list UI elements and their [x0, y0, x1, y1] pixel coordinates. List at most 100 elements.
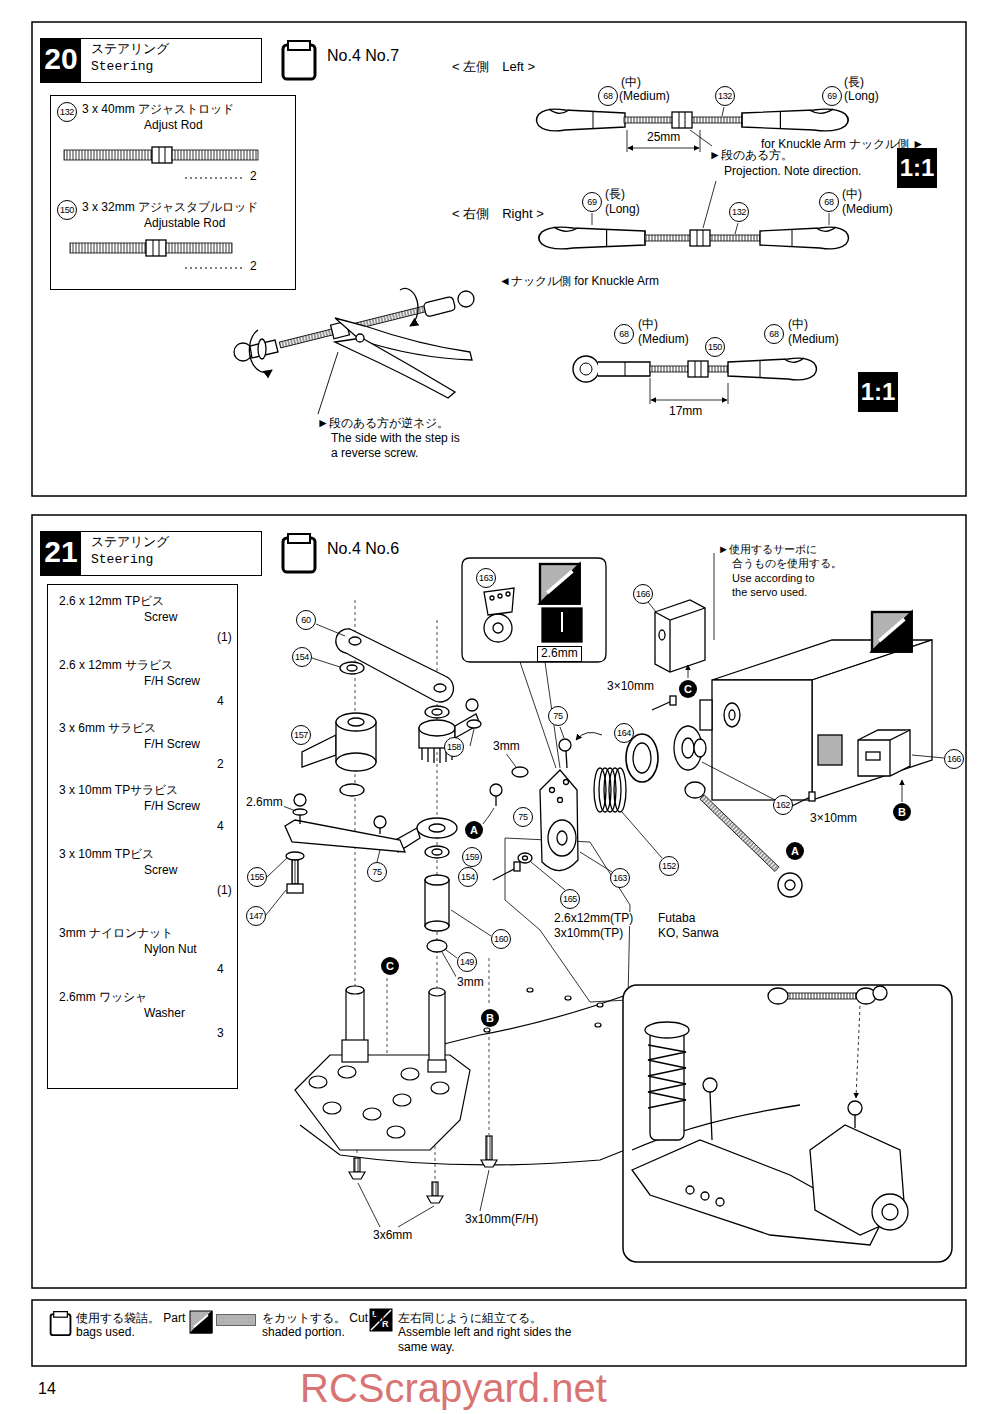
- part-text: 3 x 6mm サラビス: [58, 722, 157, 736]
- part-text: 2.6 x 12mm サラビス: [58, 659, 174, 673]
- reference-letter: C: [679, 680, 697, 698]
- bellcrank-parts: [285, 820, 405, 852]
- servo-parts: [724, 703, 740, 727]
- servo-parts: [655, 608, 705, 672]
- servo-parts: [462, 558, 606, 662]
- bellcrank-parts: [470, 729, 474, 746]
- left-rod: [722, 107, 724, 116]
- pliers-drawing: [250, 340, 278, 358]
- callout-number: 68: [819, 192, 839, 212]
- part-text: 2: [249, 260, 258, 274]
- callout-number: 75: [513, 807, 533, 827]
- right-rod: [829, 213, 830, 225]
- pliers-drawing: [258, 339, 266, 359]
- servo-parts: [559, 739, 571, 751]
- axis-line: [387, 978, 388, 1065]
- scale-badge: 1:1: [858, 372, 898, 412]
- dimension-box: 2.6mm: [537, 646, 582, 662]
- part-text: 2.6 x 12mm TPビス: [58, 595, 165, 609]
- servo-parts: [498, 594, 502, 598]
- callout-number: 69: [822, 86, 842, 106]
- part-text: 3mm ナイロンナット: [58, 927, 174, 941]
- annotation: (中): [637, 318, 659, 332]
- inset-view: [703, 1078, 717, 1092]
- inset-view: [648, 1045, 686, 1108]
- step-header: 21ステアリングSteering: [40, 531, 262, 576]
- bellcrank-parts: [425, 921, 449, 931]
- annotation: (長): [604, 188, 626, 202]
- bag-icon: [283, 534, 315, 572]
- annotation: 合うものを使用する。: [732, 557, 842, 570]
- servo-parts: [561, 612, 563, 632]
- annotation: 3mm: [456, 976, 485, 990]
- part-text: Washer: [143, 1007, 186, 1021]
- inset-view: [645, 1022, 689, 1038]
- callout-number: 150: [705, 337, 725, 357]
- bellcrank-parts: [434, 684, 446, 692]
- chassis: [565, 996, 571, 1000]
- annotation: 3×10mm: [809, 812, 858, 826]
- callout-number: 154: [292, 647, 312, 667]
- axis-line: [489, 958, 490, 1005]
- adjustable-rod: [580, 363, 592, 375]
- servo-parts: [484, 614, 512, 642]
- bellcrank-parts: [377, 850, 380, 862]
- servo-parts: [858, 730, 910, 776]
- adjustable-rod: [598, 362, 650, 376]
- chassis: [346, 986, 364, 994]
- left-rod: [700, 130, 701, 152]
- annotation: a reverse screw.: [330, 447, 419, 461]
- servo-parts: [702, 762, 775, 800]
- part-text: F/H Screw: [143, 675, 201, 689]
- pliers-drawing: [234, 289, 474, 414]
- inset-view: [768, 988, 788, 1004]
- step-title: ステアリング: [91, 42, 169, 57]
- part-text: Adjust Rod: [143, 119, 204, 133]
- servo-parts: [778, 873, 802, 897]
- servo-parts: [557, 831, 567, 845]
- inset-view: [710, 1092, 712, 1140]
- servo-parts: [626, 734, 658, 782]
- part-text: F/H Screw: [143, 738, 201, 752]
- bellcrank-parts: [483, 808, 494, 824]
- page-number: 14: [38, 1380, 56, 1398]
- servo-parts: [523, 856, 528, 860]
- annotation: (中): [620, 76, 642, 90]
- bellcrank-parts: [266, 890, 286, 915]
- bellcrank-parts: [294, 794, 306, 806]
- watermark: RCScrapyard.net: [300, 1368, 607, 1408]
- parts-rods: [185, 178, 244, 179]
- chassis: [295, 1055, 470, 1150]
- parts-rods: [152, 147, 172, 163]
- callout-number: 152: [659, 856, 679, 876]
- inset-view: [623, 985, 952, 1262]
- parts-rods: [64, 150, 152, 160]
- callout-number: 132: [715, 86, 735, 106]
- annotation: (Long): [604, 203, 641, 217]
- chassis: [363, 1108, 381, 1120]
- part-text: 3: [216, 1027, 225, 1041]
- left-rod: [703, 181, 716, 228]
- callout-number: 162: [773, 795, 793, 815]
- reference-letter: B: [481, 1009, 499, 1027]
- side-heading: < 左側 Left >: [452, 60, 535, 75]
- bellcrank-parts: [347, 665, 357, 671]
- callout-number: 166: [944, 749, 964, 769]
- servo-parts: [714, 553, 715, 640]
- adjustable-rod: [728, 383, 729, 404]
- adjustable-rod: [573, 356, 817, 404]
- servo-parts: [576, 732, 602, 740]
- bellcrank-parts: [432, 709, 442, 715]
- servo-parts: [659, 630, 665, 640]
- annotation: ►段のある方が逆ネジ。: [316, 417, 450, 431]
- chassis: [393, 1094, 411, 1106]
- right-rod: [690, 230, 710, 246]
- bellcrank-parts: [495, 796, 496, 806]
- right-rod: [539, 213, 849, 249]
- part-text: 4: [216, 820, 225, 834]
- annotation: (Medium): [637, 333, 690, 347]
- parts-rods: [166, 243, 232, 253]
- chassis: [295, 838, 640, 1165]
- bellcrank-parts: [419, 720, 455, 736]
